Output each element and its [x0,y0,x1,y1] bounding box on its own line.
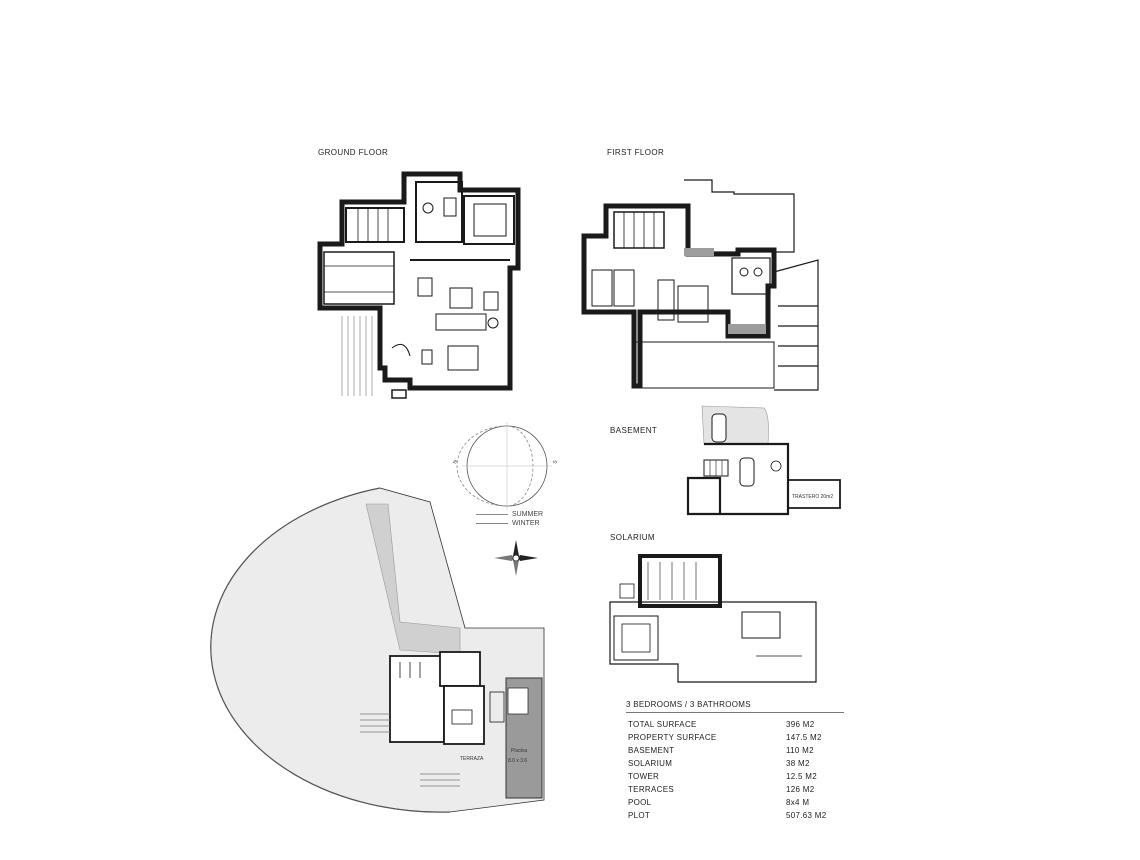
spec-value: 126 M2 [786,785,815,794]
svg-text:S: S [552,459,559,465]
spec-value: 12.5 M2 [786,772,818,781]
ground-floor-title: GROUND FLOOR [318,148,389,157]
spec-label: TERRACES [628,785,674,794]
spec-label: TOWER [628,772,660,781]
specs-header: 3 BEDROOMS / 3 BATHROOMS [626,700,751,709]
pool-size-label: 8.0 x 3.6 [508,758,527,764]
spec-value: 110 M2 [786,746,814,755]
terrace-label: TERRAZA [460,756,484,762]
legend-summer-label: SUMMER [512,511,544,518]
sun-legend: SUMMER WINTER [476,510,543,528]
legend-summer: SUMMER [476,510,543,519]
basement-plan: TRASTERO 20m2 [686,405,841,516]
sun-path-diagram: N S [452,422,559,510]
legend-winter-label: WINTER [512,520,540,527]
spec-value: 8x4 M [786,798,810,807]
site-plan: TERRAZA Piscina 8.0 x 3.6 [210,487,545,813]
ground-floor-plan [317,171,521,399]
spec-value: 396 M2 [786,720,815,729]
spec-value: 507.63 M2 [786,811,827,820]
solarium-plan [609,554,817,683]
legend-winter: WINTER [476,519,543,528]
basement-title: BASEMENT [610,426,658,435]
specs-divider [626,712,844,713]
storage-room-label: TRASTERO 20m2 [792,494,833,500]
solarium-title: SOLARIUM [610,533,655,542]
spec-label: POOL [628,798,652,807]
spec-label: BASEMENT [628,746,675,755]
first-floor-title: FIRST FLOOR [607,148,665,157]
pool-label: Piscina [511,748,527,754]
first-floor-plan [581,179,819,391]
svg-text:N: N [452,459,459,465]
spec-value: 147.5 M2 [786,733,822,742]
compass-rose-icon [494,540,538,576]
spec-label: PROPERTY SURFACE [628,733,717,742]
spec-label: SOLARIUM [628,759,673,768]
spec-label: TOTAL SURFACE [628,720,697,729]
spec-value: 38 M2 [786,759,810,768]
spec-label: PLOT [628,811,651,820]
